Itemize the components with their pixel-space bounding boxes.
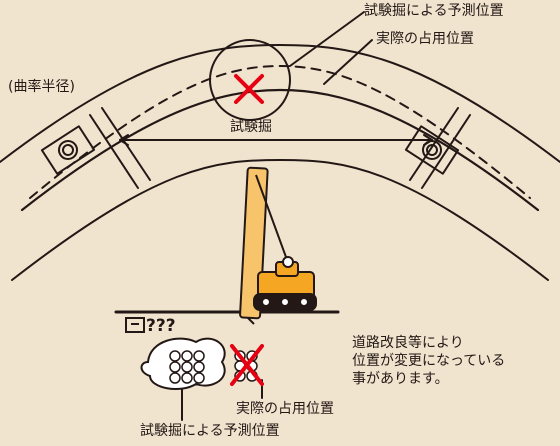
drilling-machine (253, 256, 317, 311)
label-actual-bottom: 実際の占用位置 (236, 401, 334, 417)
road-inner-edge (11, 159, 549, 281)
predicted-pipe-bundle (169, 350, 205, 384)
question-marks: ??? (146, 316, 176, 336)
label-predicted-bottom: 試験掘による予測位置 (140, 423, 280, 439)
wrong-position-mark-top (234, 74, 264, 104)
label-actual-top: 実際の占用位置 (376, 31, 474, 47)
wrong-position-mark-bottom (230, 344, 264, 386)
caution-note-line: 位置が変更になっている (352, 353, 506, 369)
manhole-right (404, 125, 460, 175)
test-dig-boundary-left (89, 114, 139, 189)
label-curve-radius: (曲率半径) (8, 79, 75, 95)
caution-note-line: 事があります。 (352, 371, 449, 387)
caution-note: 道路改良等により 位置が変更になっている 事があります。 (352, 334, 505, 388)
label-predicted-top: 試験掘による予測位置 (364, 3, 504, 19)
test-dig-boundary-right (421, 114, 471, 189)
leader-actual-top (323, 39, 373, 85)
caution-note-line: 道路改良等により (352, 335, 464, 351)
leader-predicted-top (289, 11, 365, 67)
road-outer-edge (0, 44, 560, 163)
predicted-pipe-line (29, 65, 531, 199)
actual-pipe-line (20, 88, 540, 212)
label-test-dig: 試験掘 (230, 119, 272, 135)
highlight-circle (209, 39, 291, 121)
marker-box-icon (125, 317, 145, 333)
manhole-left (40, 125, 96, 175)
